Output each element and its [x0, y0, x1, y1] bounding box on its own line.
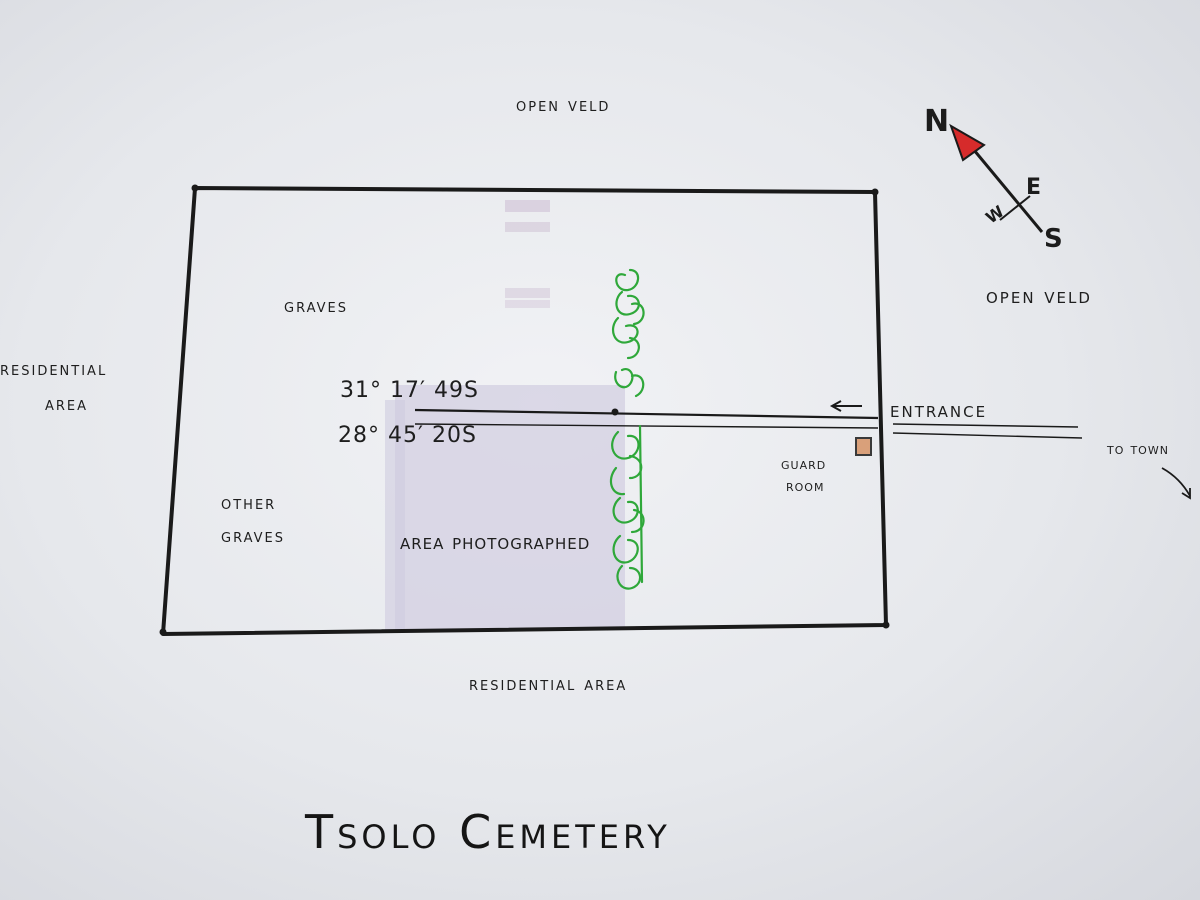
arrow-left-icon: [829, 400, 862, 412]
coordinate-point: [611, 408, 619, 416]
label-other-graves-1: Other: [221, 492, 277, 514]
curved-arrow-icon: [1161, 467, 1191, 500]
coordinate-longitude: 28° 45′ 20S: [338, 423, 477, 448]
label-area-photographed: Area Photographed: [400, 530, 591, 554]
photographed-area: [385, 200, 625, 630]
map-title: Tsolo Cemetery: [305, 805, 671, 859]
label-to-town: To town: [1107, 439, 1169, 458]
compass-south: S: [1044, 224, 1063, 254]
tree-row-icon: [609, 268, 645, 590]
label-residential-left-1: Residential: [0, 358, 108, 380]
label-entrance: Entrance: [890, 398, 988, 422]
compass-north: N: [924, 104, 950, 139]
label-open-veld-top: Open veld: [516, 94, 611, 116]
label-residential-bottom: Residential Area: [469, 673, 628, 695]
label-guard-room-2: Room: [786, 476, 825, 495]
label-residential-left-2: Area: [45, 393, 89, 415]
guard-room-square-icon: [855, 437, 872, 456]
label-guard-room-1: Guard: [781, 454, 827, 473]
label-graves: Graves: [284, 295, 348, 317]
compass-rose-icon: [949, 123, 1044, 233]
coordinate-latitude: 31° 17′ 49S: [340, 378, 479, 403]
label-other-graves-2: Graves: [221, 525, 285, 547]
entrance-road: [414, 408, 1083, 439]
compass-east: E: [1026, 175, 1042, 200]
label-open-veld-right: Open veld: [986, 284, 1092, 308]
